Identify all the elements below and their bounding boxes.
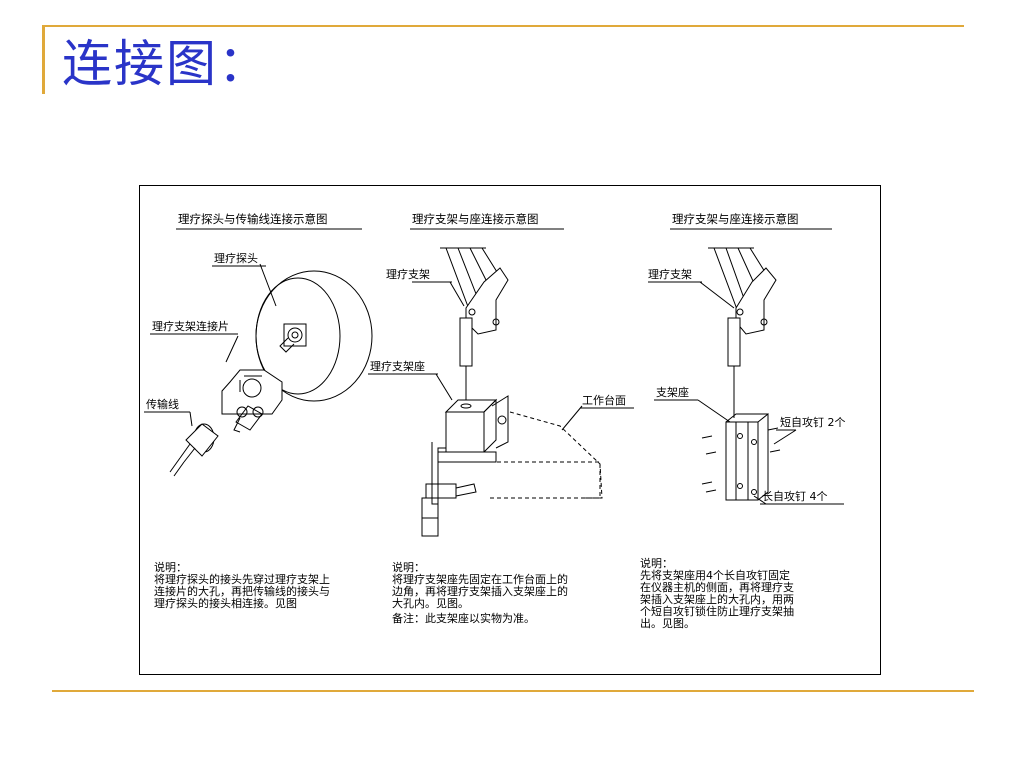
note-line: 出。见图。 <box>640 617 695 630</box>
label-stand-3: 理疗支架 <box>648 267 692 281</box>
note-line: 个短自攻钉锁住防止理疗支架抽 <box>640 605 794 618</box>
label-long-screw: 长自攻钉 4个 <box>762 489 828 503</box>
bottom-rule <box>52 690 974 692</box>
note-line: 先将支架座用4个长自攻钉固定 <box>640 569 790 582</box>
note-line: 将理疗支架座先固定在工作台面上的 <box>392 573 568 586</box>
label-probe: 理疗探头 <box>214 251 258 265</box>
diagram-drawing: 理疗探头与传输线连接示意图 <box>144 212 846 537</box>
panel-3-heading: 理疗支架与座连接示意图 <box>672 212 799 226</box>
note-line: 连接片的大孔，再把传输线的接头与 <box>154 585 330 598</box>
label-worktop: 工作台面 <box>582 393 626 407</box>
note-line: 理疗探头的接头相连接。见图 <box>154 597 297 610</box>
note-line: 在仪器主机的侧面，再将理疗支 <box>640 581 794 594</box>
top-rule <box>42 25 964 27</box>
label-base: 支架座 <box>656 385 689 399</box>
panel-1-heading: 理疗探头与传输线连接示意图 <box>178 212 328 226</box>
connection-diagram: 理疗探头与传输线连接示意图 <box>139 185 881 675</box>
label-stand: 理疗支架 <box>386 267 430 281</box>
panel-3-drawing: 理疗支架与座连接示意图 <box>648 212 846 505</box>
panel-2-drawing: 理疗支架与座连接示意图 <box>368 212 634 537</box>
note-line: 边角，再将理疗支架插入支架座上的 <box>392 585 568 598</box>
panel-2-note: 说明： 将理疗支架座先固定在工作台面上的 边角，再将理疗支架插入支架座上的 大孔… <box>392 562 568 625</box>
title-accent-bar <box>42 26 45 94</box>
note-line: 大孔内。见图。 <box>392 597 469 610</box>
panel-2-heading: 理疗支架与座连接示意图 <box>412 212 539 226</box>
note-line: 将理疗探头的接头先穿过理疗支架上 <box>154 573 330 586</box>
slide-title: 连接图： <box>62 35 270 93</box>
note-line: 架插入支架座上的大孔内，用两 <box>640 593 794 606</box>
label-short-screw: 短自攻钉 2个 <box>780 415 846 429</box>
note-title: 说明： <box>640 557 673 570</box>
note-title: 说明： <box>392 561 425 574</box>
label-bracket-plate: 理疗支架连接片 <box>152 319 229 333</box>
note-title: 说明： <box>154 561 187 574</box>
label-stand-base: 理疗支架座 <box>370 359 425 373</box>
panel-3-note: 说明： 先将支架座用4个长自攻钉固定 在仪器主机的侧面，再将理疗支 架插入支架座… <box>640 558 794 630</box>
note-remark: 备注：此支架座以实物为准。 <box>392 612 535 625</box>
panel-1-note: 说明： 将理疗探头的接头先穿过理疗支架上 连接片的大孔，再把传输线的接头与 理疗… <box>154 562 330 610</box>
label-cable: 传输线 <box>146 397 179 411</box>
panel-1-drawing: 理疗探头与传输线连接示意图 <box>144 212 373 477</box>
